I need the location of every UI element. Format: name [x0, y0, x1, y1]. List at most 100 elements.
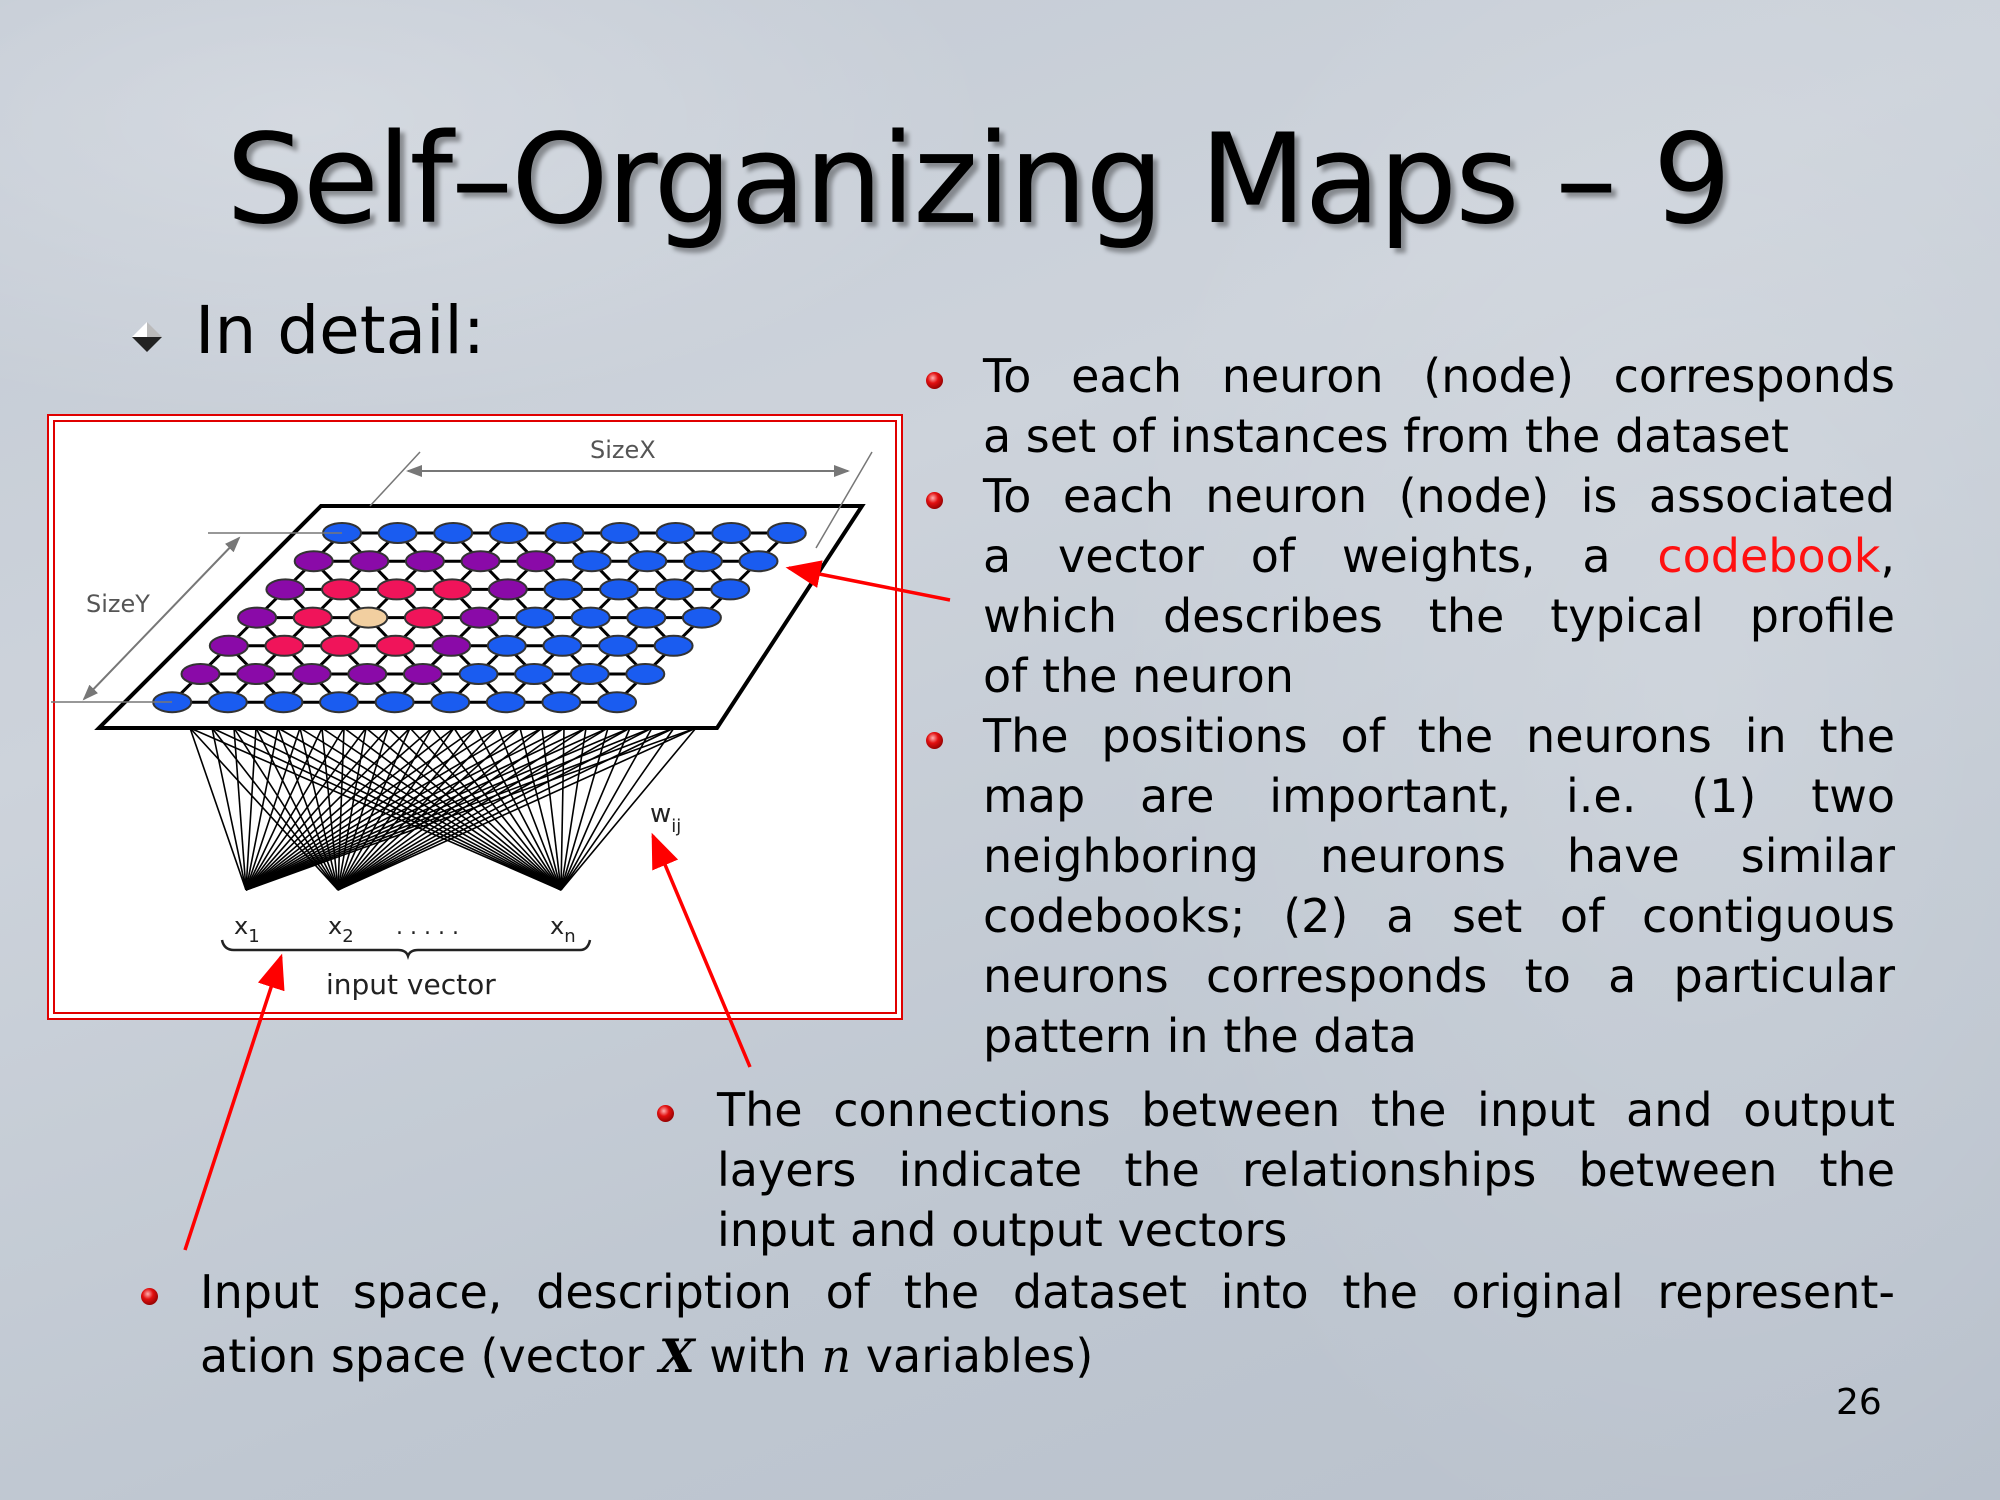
weight-connection-line [560, 727, 565, 891]
bullet-4-line: input and output vectors [717, 1203, 1288, 1257]
weight-connection-line [475, 727, 562, 891]
weight-connection-line [189, 727, 339, 891]
input-xn-label: xn [550, 912, 576, 947]
slide-title: Self–Organizing Maps – 9 [226, 108, 1732, 252]
weight-connection-line [245, 727, 543, 891]
weight-connection-line [245, 727, 609, 891]
neuron-node [458, 663, 499, 685]
bullet-icon [926, 492, 943, 509]
weight-connection-line [560, 727, 631, 891]
weight-connection-line [409, 727, 562, 891]
page-number: 26 [1836, 1382, 1882, 1423]
neuron-node [570, 606, 611, 629]
arrow-to-input-vector [183, 953, 285, 1251]
neuron-node [626, 606, 667, 629]
bullet-3-line: map are important, i.e. (1) two [983, 769, 1895, 823]
bullet-icon [926, 732, 943, 749]
arrow-to-weights [651, 832, 752, 1068]
bullet-3-line: neighboring neurons have similar [983, 829, 1895, 883]
neuron-node [403, 606, 444, 629]
neuron-node [374, 691, 415, 714]
input-ellipsis: . . . . . [396, 915, 459, 940]
neuron-node [375, 634, 416, 657]
neuron-node [430, 691, 471, 714]
weight-connection-line [453, 727, 562, 891]
weight-connection-line [245, 727, 411, 891]
neuron-node [571, 550, 612, 573]
neuron-node [597, 691, 637, 714]
neuron-node [291, 663, 332, 685]
annotation-arrows [183, 560, 951, 1251]
bullet-5-line: ation space (vector X with n variables) [200, 1329, 1094, 1383]
neuron-node [265, 578, 306, 601]
weight-connection-line [245, 727, 499, 891]
neuron-node [293, 550, 334, 573]
neuron-node [376, 578, 417, 601]
weight-connection-line [245, 727, 521, 891]
neuron-node [377, 522, 418, 544]
weight-connection-line [245, 727, 257, 891]
neuron-node [321, 578, 361, 601]
bullet-2-line: which describes the typical profile [983, 589, 1895, 643]
neuron-node [682, 550, 723, 573]
bullet-2-line: of the neuron [983, 649, 1294, 703]
weight-connection-line [245, 727, 345, 891]
neuron-node [460, 550, 501, 573]
weight-connection-line [299, 727, 562, 891]
neuron-node [404, 550, 445, 573]
neuron-node [625, 663, 666, 685]
weight-connection-line [321, 727, 562, 891]
weight-connection-line [211, 727, 562, 891]
bullet-icon [141, 1288, 158, 1305]
neuron-node [655, 522, 696, 544]
size-y-label: SizeY [86, 590, 150, 618]
weight-connection-line [541, 727, 562, 891]
neuron-node [349, 550, 390, 573]
weight-connection-line [245, 727, 455, 891]
weight-connection-line [245, 727, 631, 891]
bullet-4-line: layers indicate the relationships betwee… [717, 1143, 1895, 1197]
bullet-3-line: codebooks; (2) a set of contiguous [983, 889, 1895, 943]
bullet-5: Input space, description of the dataset … [200, 1260, 1895, 1388]
bullet-2-line: a vector of weights, a codebook, [983, 529, 1895, 583]
bullet-icon [657, 1105, 674, 1122]
bullet-4-line: The connections between the input and ou… [717, 1083, 1895, 1137]
neuron-node [516, 550, 557, 573]
weight-connection-line [560, 727, 653, 891]
weight-connection-line [245, 727, 279, 891]
neuron-node [402, 663, 443, 685]
neuron-node [544, 522, 585, 544]
weight-connection-line [245, 727, 301, 891]
neuron-node [569, 663, 610, 685]
weight-connection-line [233, 727, 247, 891]
weight-connection-line [245, 727, 367, 891]
weight-connection-line [245, 727, 587, 891]
neuron-node [515, 606, 556, 629]
weight-connection-line [560, 727, 609, 891]
neuron-node [459, 606, 500, 629]
weight-connection-line [211, 727, 339, 891]
neuron-node [486, 634, 527, 657]
neuron-node [600, 522, 640, 544]
weight-connection-line [343, 727, 562, 891]
weight-connection-line [245, 727, 323, 891]
input-vector-label: input vector [326, 968, 496, 1001]
bullet-2-line: To each neuron (node) is associated [983, 469, 1895, 523]
neuron-node [766, 522, 807, 544]
neuron-node [681, 606, 722, 629]
weight-connection-line [560, 727, 587, 891]
neuron-node [543, 578, 584, 601]
weight-connection-line [497, 727, 562, 891]
neuron-node [319, 691, 359, 714]
codebook-highlight: codebook [1657, 529, 1881, 583]
input-brace [220, 939, 592, 960]
weight-connection-line [560, 727, 675, 891]
weight-connection-line [255, 727, 562, 891]
neuron-node [653, 634, 694, 657]
neuron-node [514, 663, 555, 685]
weight-connection-line [560, 727, 697, 891]
diamond-bullet-icon [132, 322, 162, 352]
bullet-3-line: The positions of the neurons in the [983, 709, 1895, 763]
size-x-dimension [369, 451, 873, 549]
bullet-4: The connections between the input and ou… [717, 1080, 1895, 1260]
